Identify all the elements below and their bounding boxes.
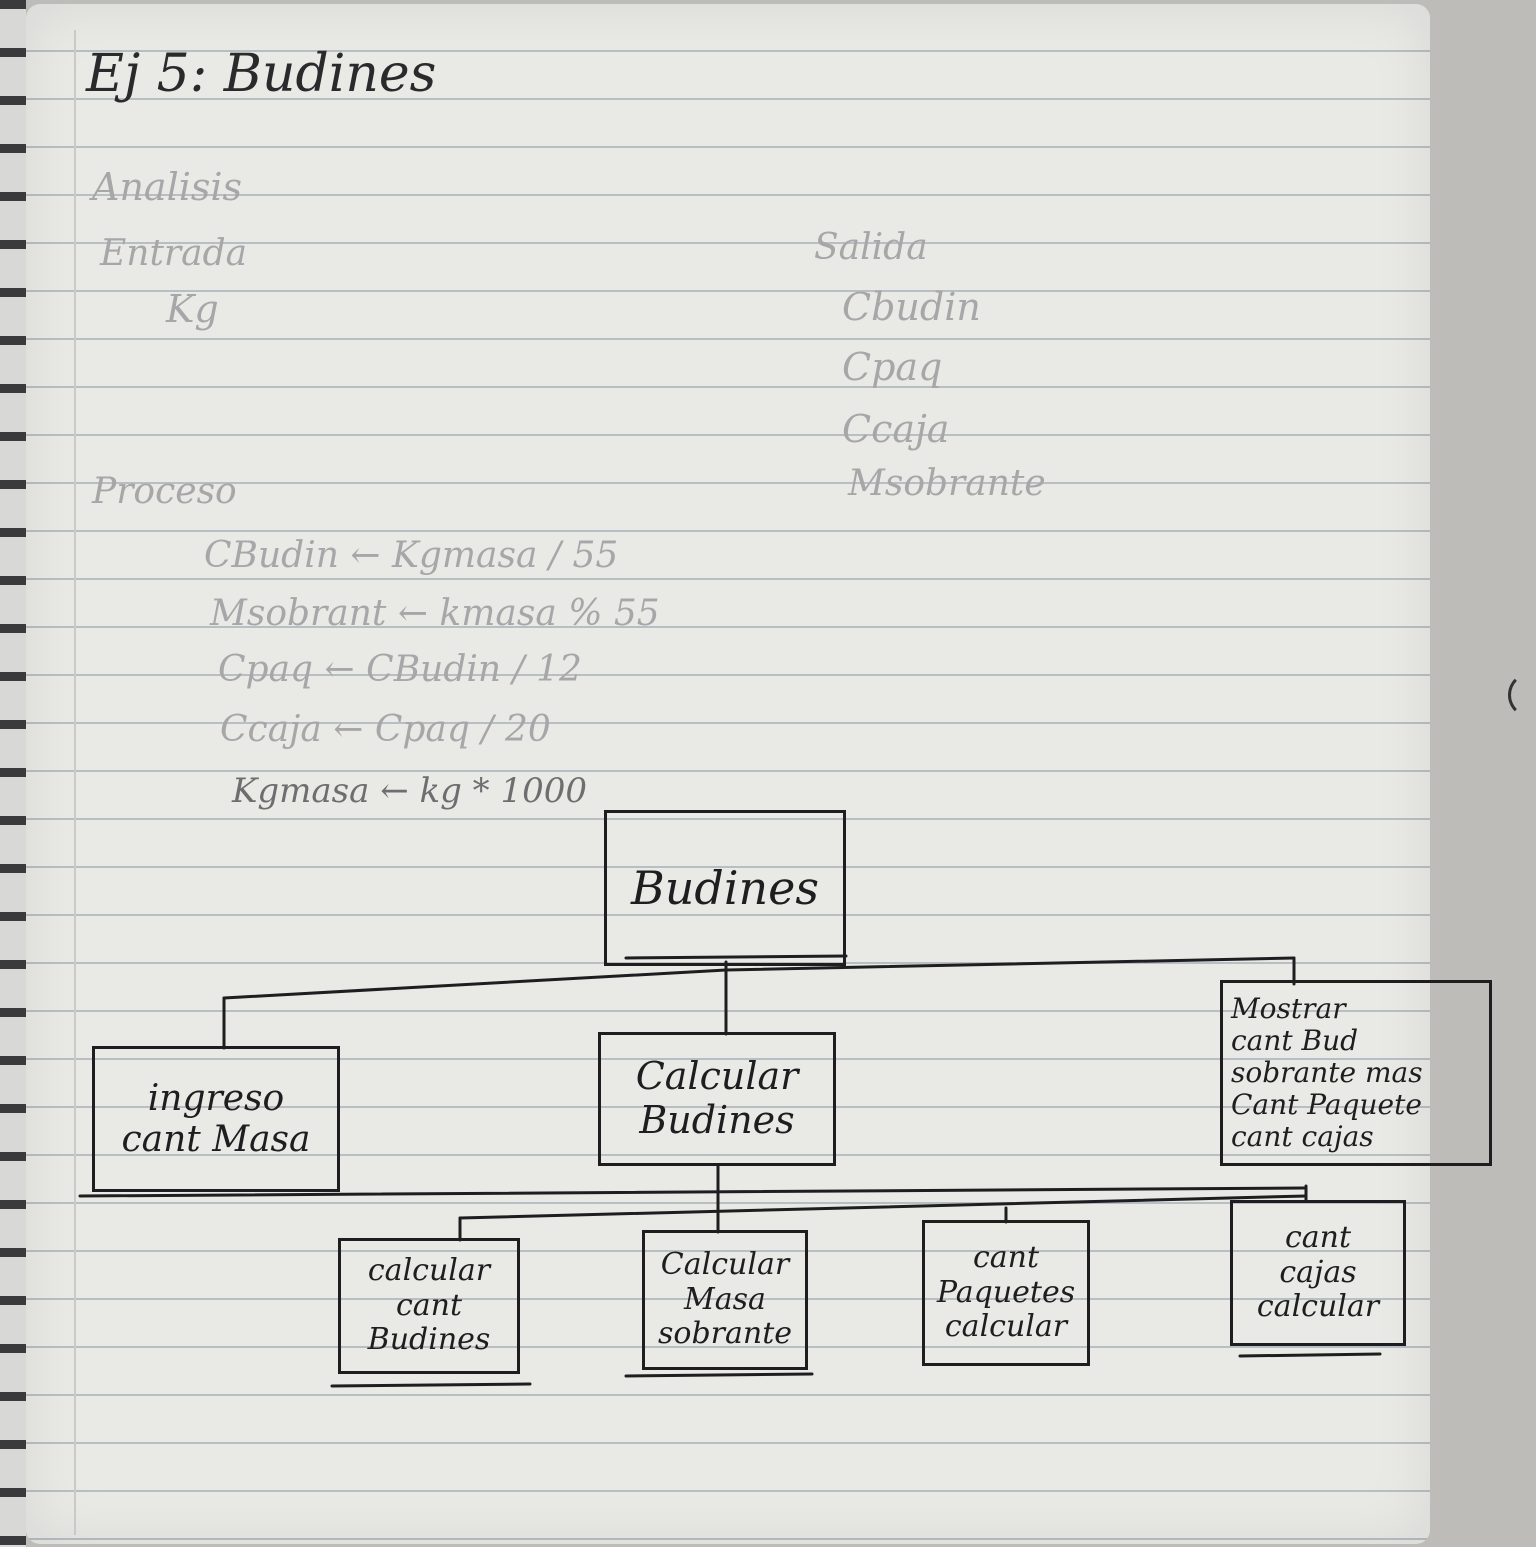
box-line: sobrante mas [1231,1055,1423,1089]
input-heading: Entrada [100,233,248,274]
box-line: sobrante [657,1316,793,1352]
box-line: cant [395,1287,463,1323]
box-line: Budines [639,1098,795,1142]
output-item: Cpaq [842,345,943,389]
box-line: cajas [1279,1254,1357,1290]
box-line: ingreso [147,1077,285,1119]
cant-cajas-box: cant cajas calcular [1230,1200,1406,1346]
mostrar-box: Mostrar cant Bud sobrante mas Cant Paque… [1220,980,1492,1166]
box-line: cant [972,1240,1040,1276]
level2-sub-bar [458,1194,1308,1220]
box-line: cant Masa [121,1119,311,1160]
output-item: Ccaja [842,407,950,451]
cant-paquetes-box: cant Paquetes calcular [922,1220,1090,1366]
notebook-spiral [0,0,26,1547]
calcular-cant-budines-box: calcular cant Budines [338,1238,520,1374]
process-step: Ccaja ← Cpaq / 20 [220,709,551,750]
box-line: Paquetes [936,1274,1076,1310]
output-item: Msobrante [848,463,1046,504]
level1-right-bar [724,956,1296,972]
output-heading: Salida [814,227,928,268]
box-line: Calcular [635,1054,799,1099]
diagram-root-box: Budines [604,810,846,966]
page-margin-line [74,30,76,1535]
underline [1238,1352,1382,1358]
binder-hole [1508,672,1536,718]
calcular-masa-sobrante-box: Calcular Masa sobrante [642,1230,808,1370]
box-line: calcular [367,1253,491,1289]
box-line: Calcular [660,1247,790,1283]
box-line: calcular [1256,1289,1380,1325]
box-line: cant [1284,1220,1352,1256]
process-heading: Proceso [92,471,237,512]
process-step: CBudin ← Kgmasa / 55 [204,535,619,576]
underline [330,1382,532,1388]
box-line: Masa [684,1281,766,1317]
box-line: Mostrar [1231,991,1346,1025]
box-line: Budines [367,1322,491,1358]
level1-left-bar [222,968,728,1000]
box-line: cant cajas [1231,1120,1374,1154]
process-step: Msobrant ← kmasa % 55 [210,593,660,634]
page-title: Ej 5: Budines [86,44,437,104]
process-step: Kgmasa ← kg * 1000 [232,771,588,811]
calcular-budines-box: Calcular Budines [598,1032,836,1166]
level2-bar [78,1186,1306,1198]
ingreso-box: ingreso cant Masa [92,1046,340,1192]
underline [624,1372,814,1378]
root-label: Budines [630,860,820,915]
box-line: cant Bud [1231,1023,1359,1057]
underline [624,954,848,960]
process-step: Cpaq ← CBudin / 12 [218,649,582,690]
input-item: Kg [166,287,219,331]
box-line: Cant Paquete [1231,1088,1422,1122]
analysis-heading: Analisis [92,165,243,209]
notebook-page [26,4,1430,1544]
output-item: Cbudin [842,285,981,329]
box-line: calcular [944,1309,1068,1345]
